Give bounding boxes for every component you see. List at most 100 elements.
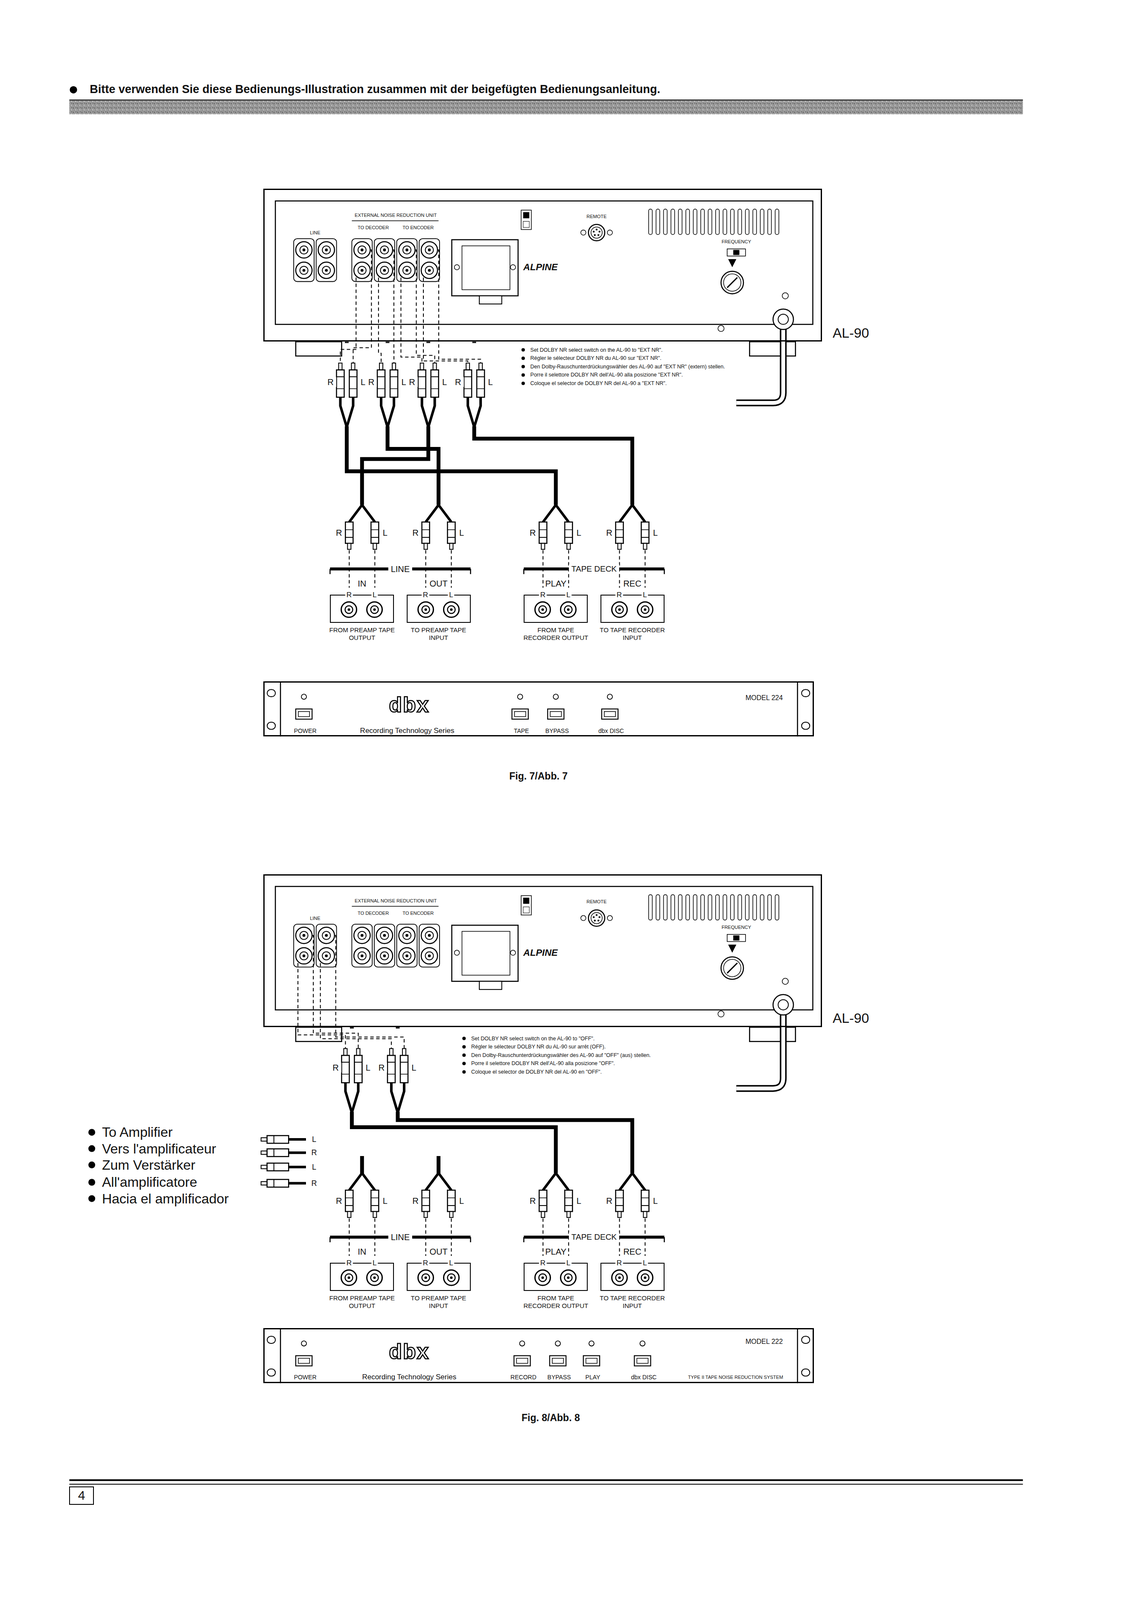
panel-legend: Recording Technology Series — [361, 1372, 457, 1382]
al90-side-plugs — [433, 362, 437, 370]
note-bullets — [521, 356, 525, 360]
channel-letter: R — [603, 1195, 615, 1206]
note-bullets — [521, 373, 525, 377]
note-bullets — [521, 364, 525, 369]
audio-cable — [346, 341, 556, 505]
al90-rear-panel — [421, 926, 438, 944]
al90-rear-panel — [767, 894, 772, 921]
dbx-front-panel — [267, 1368, 276, 1376]
dbx-front-panel — [519, 1340, 525, 1346]
dbx-front-panel — [295, 708, 312, 720]
al90-rear-panel — [351, 905, 439, 907]
al90-rear-panel — [318, 926, 335, 944]
channel-letter: R — [365, 377, 377, 388]
dbx-front-panel — [553, 693, 559, 700]
channel-letter: L — [565, 1258, 572, 1268]
al90-rear-panel — [353, 262, 371, 279]
al90-rear-panel — [749, 341, 796, 356]
channel-letter: L — [574, 527, 584, 538]
al90-side-plugs — [397, 1082, 405, 1113]
dbx-front-panel — [279, 681, 282, 737]
dbx-side-plugs — [447, 529, 456, 531]
al90-side-plugs — [391, 1082, 398, 1113]
dbx-side-plugs — [615, 1197, 624, 1199]
al90-rear-panel — [275, 886, 813, 1089]
al90-rear-panel — [745, 894, 750, 921]
al90-side-plugs — [390, 369, 398, 397]
header-bar — [69, 86, 77, 94]
rca-jack — [417, 601, 434, 618]
jack-caption: TO PREAMP TAPE INPUT — [404, 626, 473, 642]
dbx-side-plugs — [373, 1211, 377, 1218]
instruction-note: Porre il selettore DOLBY NR dell'AL-90 a… — [530, 371, 683, 378]
al90-rear-panel — [772, 994, 794, 1015]
panel-legend: LINE — [309, 229, 321, 236]
rca-jack — [421, 1273, 430, 1282]
channel-letter: L — [371, 590, 378, 600]
list-bullets — [88, 1145, 96, 1152]
al90-rear-panel — [396, 238, 418, 282]
dbx-side-plugs — [361, 1172, 375, 1190]
rca-jack — [541, 608, 545, 611]
al90-rear-panel — [736, 319, 784, 403]
dbx-front-panel — [801, 722, 810, 730]
channel-letter: R — [539, 1258, 547, 1268]
dbx-side-plugs — [370, 1204, 379, 1206]
panel-legend: BYPASS — [547, 1373, 572, 1381]
group-name: LINE — [388, 1231, 413, 1242]
panel-legend: TO DECODER — [357, 909, 389, 916]
al90-rear-panel — [728, 259, 737, 268]
dbx-front-panel — [604, 711, 616, 717]
al90-side-plugs — [381, 396, 388, 427]
al90-rear-panel — [648, 894, 653, 921]
rca-jack — [564, 605, 573, 614]
al90-rear-panel — [398, 926, 415, 944]
amplifier-plugs — [288, 1181, 307, 1185]
dbx-front-panel — [267, 1327, 810, 1383]
amplifier-plugs — [273, 1148, 275, 1157]
dbx-side-plugs — [632, 504, 646, 522]
al90-rear-panel — [383, 933, 387, 937]
note-bullets — [521, 348, 525, 352]
dbx-side-plugs — [438, 1172, 452, 1190]
al90-rear-panel — [380, 951, 389, 960]
dbx-side-plugs — [564, 529, 573, 531]
al90-rear-panel — [322, 245, 331, 254]
bottom-rule — [69, 1478, 1023, 1481]
list-bullets — [88, 1195, 96, 1202]
channel-letter: L — [650, 1195, 661, 1206]
al90-rear-panel — [733, 935, 740, 941]
al90-rear-panel — [383, 268, 387, 272]
dbx-front-panel — [552, 1358, 564, 1364]
dbx-front-panel: POWERdbxRecording Technology SeriesRECOR… — [263, 1327, 814, 1383]
al90-rear-panel — [591, 912, 603, 924]
al90-rear-panel — [358, 245, 367, 254]
dbx-side-plugs — [542, 1172, 556, 1190]
amplifier-plugs — [273, 1163, 275, 1171]
al90-rear-panel — [730, 209, 735, 235]
al90-side-plugs — [478, 362, 483, 370]
al90-rear-panel — [302, 954, 306, 958]
dbx-front-panel — [295, 1355, 312, 1366]
jack-group-name: PLAY — [544, 578, 568, 589]
channel-letter: R — [452, 377, 464, 388]
al90-rear-panel — [663, 209, 668, 235]
dbx-front-panel — [516, 1358, 528, 1364]
instruction-note: Set DOLBY NR select switch on the AL-90 … — [471, 1034, 595, 1041]
al90-rear-panel — [670, 209, 675, 235]
dbx-side-plugs — [347, 1211, 351, 1218]
amplifier-plugs — [261, 1135, 307, 1187]
rca-jack — [424, 1276, 427, 1279]
dbx-side-plugs — [449, 543, 454, 550]
rca-jack — [615, 605, 624, 614]
al90-rear-panel — [461, 931, 510, 976]
al90-rear-panel — [454, 950, 460, 956]
al90-side-plugs — [402, 1048, 406, 1056]
dbx-side-plugs — [619, 504, 633, 522]
al90-rear-panel — [353, 241, 371, 258]
amplifier-plugs — [273, 1135, 275, 1143]
dbx-side-plugs — [539, 1197, 547, 1199]
dbx-front-panel — [583, 1355, 600, 1366]
rca-jack — [424, 608, 427, 611]
